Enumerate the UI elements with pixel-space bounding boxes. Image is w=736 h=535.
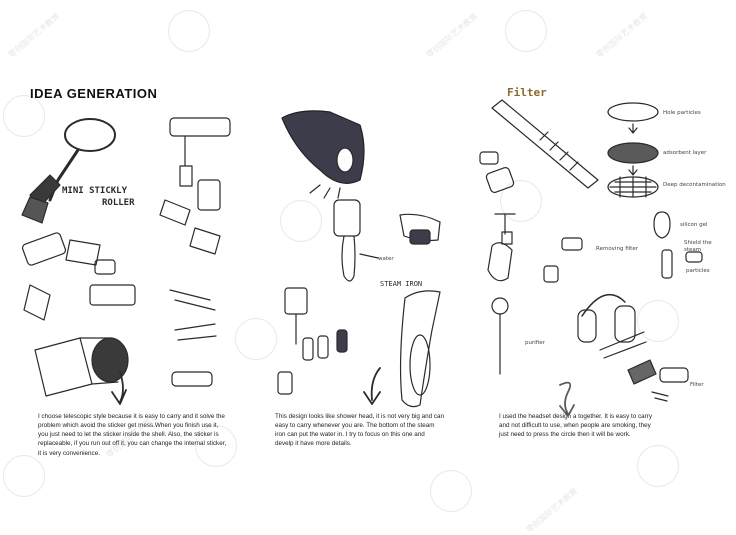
watermark-seal: [168, 10, 210, 52]
steam-iron-label: STEAM IRON: [380, 280, 423, 288]
lint-roller-sketch: [169, 117, 231, 137]
arrow-icon: [363, 367, 381, 405]
arrow-icon: [111, 371, 127, 405]
shower-head-sketch: [333, 199, 361, 237]
arrow-icon: [559, 381, 575, 417]
water-note: water: [378, 256, 394, 262]
headset-band-sketch: [581, 293, 626, 317]
keyring-sketch: [64, 118, 116, 152]
watermark-seal: [505, 10, 547, 52]
watermark-seal: [235, 318, 277, 360]
iron-body-sketch: [399, 290, 441, 408]
filter-layer-middle: [607, 142, 659, 164]
filter-layer-top: [607, 102, 659, 122]
watermark-seal: [195, 425, 237, 467]
watermark-seal: [637, 445, 679, 487]
filter-note: Filter: [690, 382, 704, 388]
deep-decontamination-note: Deep decontamination: [663, 182, 726, 188]
watermark-seal: [3, 95, 45, 137]
description-headset: I used the headset design a together. It…: [499, 413, 652, 439]
holes-particles-note: Hole particles: [663, 110, 701, 116]
removing-filter-note: Removing filter: [596, 246, 638, 252]
watermark-seal: [637, 300, 679, 342]
shield-note: Shield the steam: [684, 240, 712, 254]
filter-label: Filter: [507, 86, 547, 99]
adsorbent-layer-note: adsorbent layer: [663, 150, 707, 156]
description-shower-head: This design looks like shower head, it i…: [275, 413, 445, 448]
headset-right-cup: [614, 305, 636, 343]
steam-iron-sketch: [281, 110, 365, 184]
silicon-gel-sketch: [653, 211, 671, 239]
roller-label: ROLLER: [102, 198, 135, 208]
telescopic-cylinder-sketch: [34, 337, 93, 397]
watermark-seal: [3, 455, 45, 497]
purifier-note: purifier: [525, 340, 545, 346]
mini-stickly-label: MINI STICKLY: [62, 186, 128, 196]
silicon-gel-note: silicon gel: [680, 222, 708, 228]
earbud-sketch: [491, 297, 509, 315]
watermark-seal: [500, 180, 542, 222]
watermark-seal: [430, 470, 472, 512]
headset-left-cup: [577, 309, 597, 343]
description-telescopic: I choose telescopic style because it is …: [38, 413, 227, 457]
page-title: IDEA GENERATION: [30, 86, 158, 101]
particles-note: particles: [686, 268, 710, 274]
filter-rod-sketch: [491, 99, 599, 189]
watermark-seal: [280, 200, 322, 242]
filter-bottle-sketch: [487, 242, 513, 282]
